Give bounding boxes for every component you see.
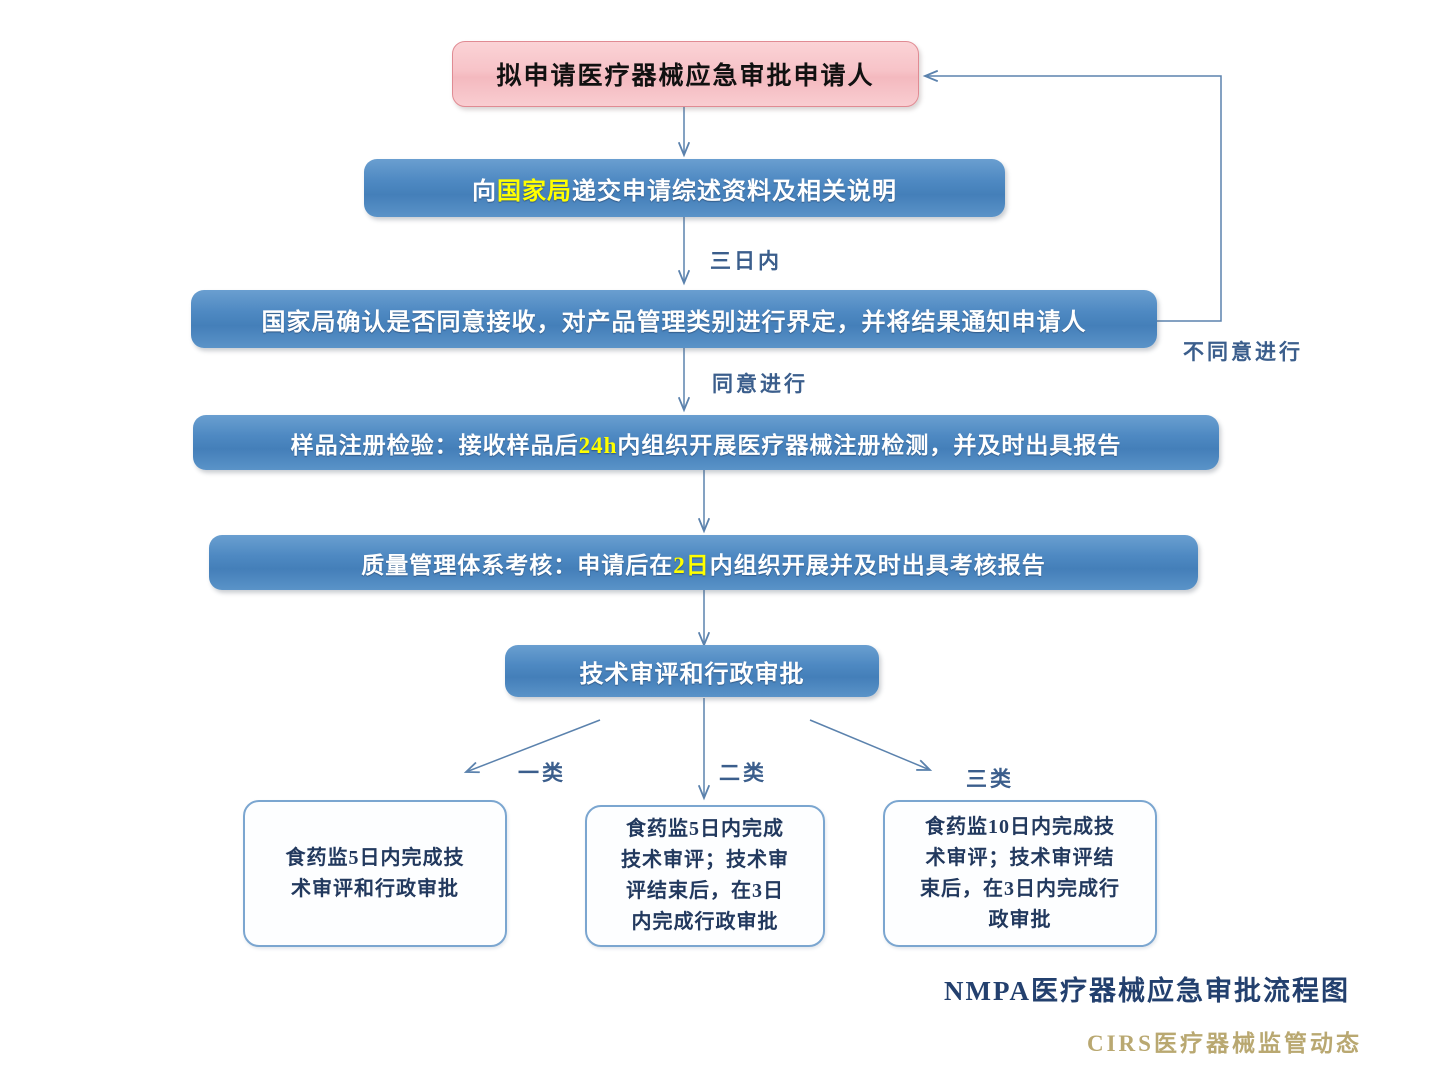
edge-label-disagree: 不同意进行	[1183, 340, 1303, 364]
quality-audit-highlight-text: 2日	[673, 552, 710, 578]
node-applicant-label: 拟申请医疗器械应急审批申请人	[496, 63, 875, 90]
edge-label-class2: 二类	[719, 761, 767, 785]
node-class3-outcome[interactable]: 食药监10日内完成技 术审评；技术审评结 束后，在3日内完成行 政审批	[883, 800, 1157, 947]
class3-line: 政审批	[988, 908, 1052, 931]
edge-label-class1: 一类	[518, 761, 566, 785]
edge-label-three-days: 三日内	[710, 249, 782, 273]
watermark-label: CIRS医疗器械监管动态	[1087, 1031, 1362, 1056]
class3-line: 束后，在3日内完成行	[920, 877, 1120, 900]
class3-line: 术审评；技术审评结	[925, 846, 1115, 869]
edge-label-class3: 三类	[966, 767, 1014, 791]
edge-review-to-class3	[809, 719, 930, 770]
node-technical-review-label: 技术审评和行政审批	[579, 661, 805, 688]
node-sample-registration-test-label: 样品注册检验：接收样品后24h内组织开展医疗器械注册检测，并及时出具报告	[291, 426, 1122, 460]
submit-post-text: 递交申请综述资料及相关说明	[572, 178, 897, 205]
class1-line: 食药监5日内完成技	[285, 846, 465, 869]
submit-pre-text: 向	[472, 178, 497, 205]
edge-label-agree: 同意进行	[712, 372, 808, 396]
sample-test-pre-text: 样品注册检验：接收样品后	[290, 432, 579, 458]
node-confirm-acceptance[interactable]: 国家局确认是否同意接收，对产品管理类别进行界定，并将结果通知申请人	[191, 290, 1157, 348]
submit-highlight-text: 国家局	[497, 178, 572, 205]
class2-line: 食药监5日内完成	[626, 818, 784, 840]
sample-test-highlight-text: 24h	[578, 432, 618, 458]
class1-line: 术审评和行政审批	[291, 877, 459, 900]
node-quality-system-audit[interactable]: 质量管理体系考核：申请后在2日内组织开展并及时出具考核报告	[209, 535, 1198, 590]
quality-audit-pre-text: 质量管理体系考核：申请后在	[361, 552, 674, 578]
node-quality-system-audit-label: 质量管理体系考核：申请后在2日内组织开展并及时出具考核报告	[361, 546, 1046, 580]
node-sample-registration-test[interactable]: 样品注册检验：接收样品后24h内组织开展医疗器械注册检测，并及时出具报告	[193, 415, 1219, 470]
class3-line: 食药监10日内完成技	[925, 815, 1115, 838]
node-applicant[interactable]: 拟申请医疗器械应急审批申请人	[452, 41, 919, 107]
sample-test-post-text: 内组织开展医疗器械注册检测，并及时出具报告	[617, 432, 1122, 458]
node-submit-materials[interactable]: 向国家局递交申请综述资料及相关说明	[364, 159, 1005, 217]
quality-audit-post-text: 内组织开展并及时出具考核报告	[709, 552, 1046, 578]
diagram-title: NMPA医疗器械应急审批流程图	[944, 976, 1350, 1006]
class2-line: 技术审评；技术审	[621, 849, 789, 871]
class2-line: 内完成行政审批	[631, 911, 779, 933]
node-class1-outcome[interactable]: 食药监5日内完成技 术审评和行政审批	[243, 800, 507, 947]
node-class2-outcome[interactable]: 食药监5日内完成 技术审评；技术审 评结束后，在3日 内完成行政审批	[585, 805, 825, 947]
node-confirm-acceptance-label: 国家局确认是否同意接收，对产品管理类别进行界定，并将结果通知申请人	[261, 309, 1087, 336]
node-submit-materials-label: 向国家局递交申请综述资料及相关说明	[472, 171, 897, 206]
class2-line: 评结束后，在3日	[626, 880, 784, 902]
node-technical-review[interactable]: 技术审评和行政审批	[505, 645, 879, 697]
